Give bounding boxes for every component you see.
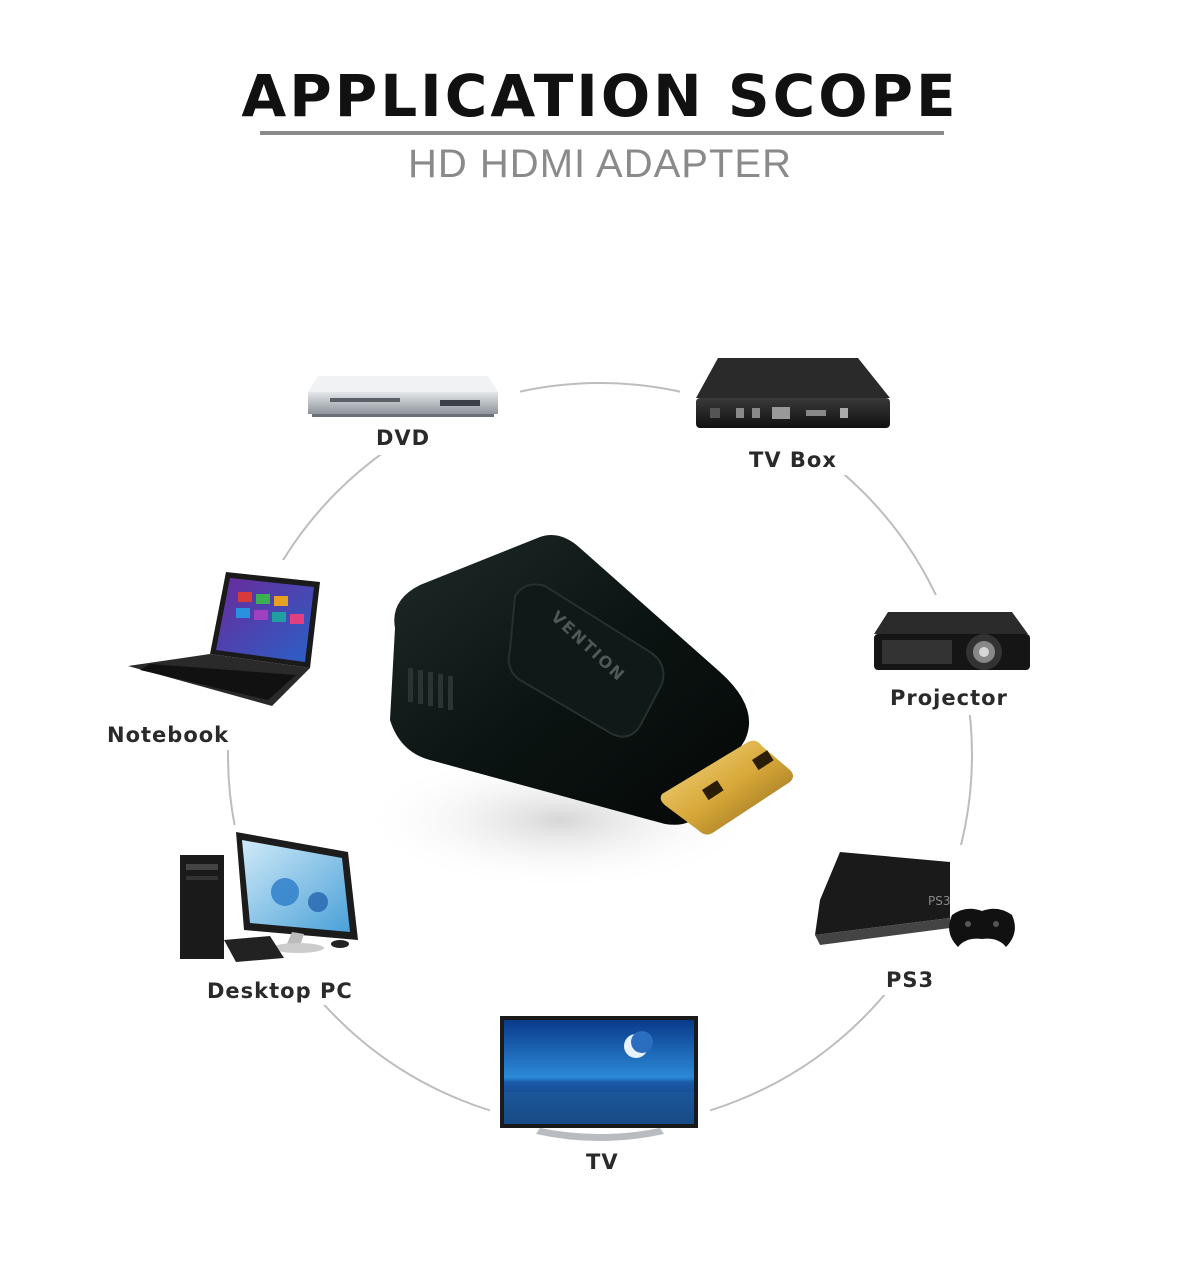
notebook-icon (128, 572, 320, 706)
hdmi-adapter-icon: VENTION (390, 535, 793, 835)
projector-icon (874, 612, 1030, 670)
page-subtitle: HD HDMI ADAPTER (408, 142, 792, 186)
device-label-projector: Projector (890, 686, 1008, 710)
device-label-desktop-pc: Desktop PC (207, 979, 353, 1003)
svg-text:PS3: PS3 (928, 894, 951, 908)
device-label-notebook: Notebook (107, 723, 230, 747)
dvd-player-icon (308, 376, 498, 417)
device-label-dvd: DVD (376, 426, 431, 450)
ps3-console-icon: PS3 (815, 852, 1015, 947)
television-icon (500, 1016, 698, 1141)
device-label-tv-box: TV Box (749, 448, 837, 472)
device-label-tv: TV (586, 1150, 619, 1174)
desktop-pc-icon (180, 832, 358, 962)
tv-box-icon (696, 358, 890, 428)
page-title: APPLICATION SCOPE (241, 62, 959, 130)
device-label-ps3: PS3 (886, 968, 935, 992)
title-underline (260, 131, 944, 135)
